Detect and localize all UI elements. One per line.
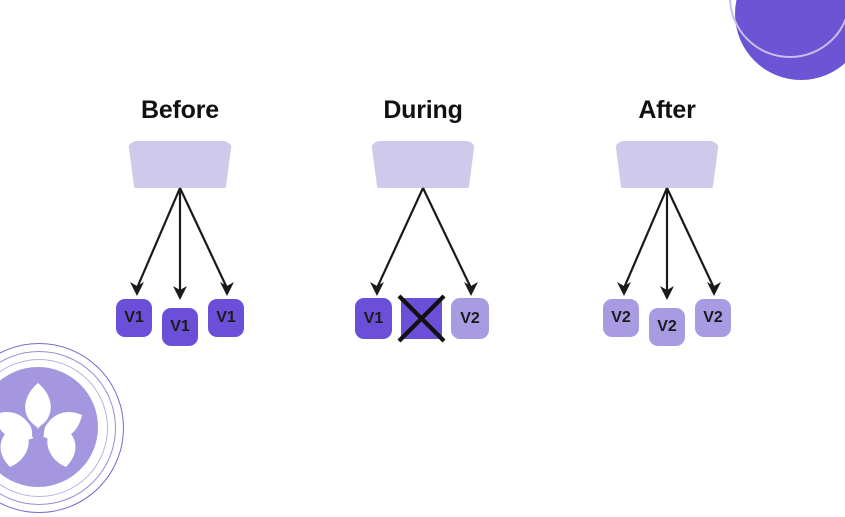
arrows-after <box>617 187 721 300</box>
instance-label: V1 <box>216 309 236 326</box>
stage-title-during: During <box>383 96 463 124</box>
instance-box[interactable]: V2 <box>695 299 731 337</box>
stage-title-before: Before <box>141 96 219 124</box>
instance-row-before: V1 V1 V1 <box>50 295 310 355</box>
instance-row-during: V1 V2 <box>293 294 553 355</box>
instance-label: V2 <box>611 309 631 326</box>
arrows-during <box>370 187 478 296</box>
cross-out-icon <box>397 294 446 343</box>
instance-label: V1 <box>363 309 384 327</box>
instance-box[interactable]: V1 <box>162 308 198 346</box>
load-balancer-during <box>371 141 475 188</box>
instance-box[interactable]: V2 <box>603 299 639 337</box>
instance-label: V2 <box>703 309 723 326</box>
stage-group-before: Before V1 V1 V1 <box>50 0 310 457</box>
instance-label: V2 <box>460 309 480 327</box>
instance-box[interactable]: V1 <box>355 298 392 339</box>
load-balancer-before <box>128 141 232 188</box>
load-balancer-after <box>615 141 719 188</box>
instance-row-after: V2 V2 V2 <box>537 295 797 355</box>
instance-label: V2 <box>657 318 677 335</box>
instance-box[interactable]: V2 <box>451 298 489 339</box>
rollout-diagram: Before V1 V1 V1 <box>50 0 797 457</box>
instance-box[interactable]: V1 <box>116 299 152 337</box>
stage-title-after: After <box>638 96 696 124</box>
stage-group-after: After V2 V2 V2 <box>537 0 797 457</box>
instance-box[interactable]: V1 <box>208 299 244 337</box>
stage-group-during: During V1 <box>293 0 553 457</box>
instance-box[interactable]: V2 <box>649 308 685 346</box>
instance-label: V1 <box>124 309 144 326</box>
instance-label: V1 <box>170 318 190 335</box>
arrows-before <box>130 187 234 300</box>
